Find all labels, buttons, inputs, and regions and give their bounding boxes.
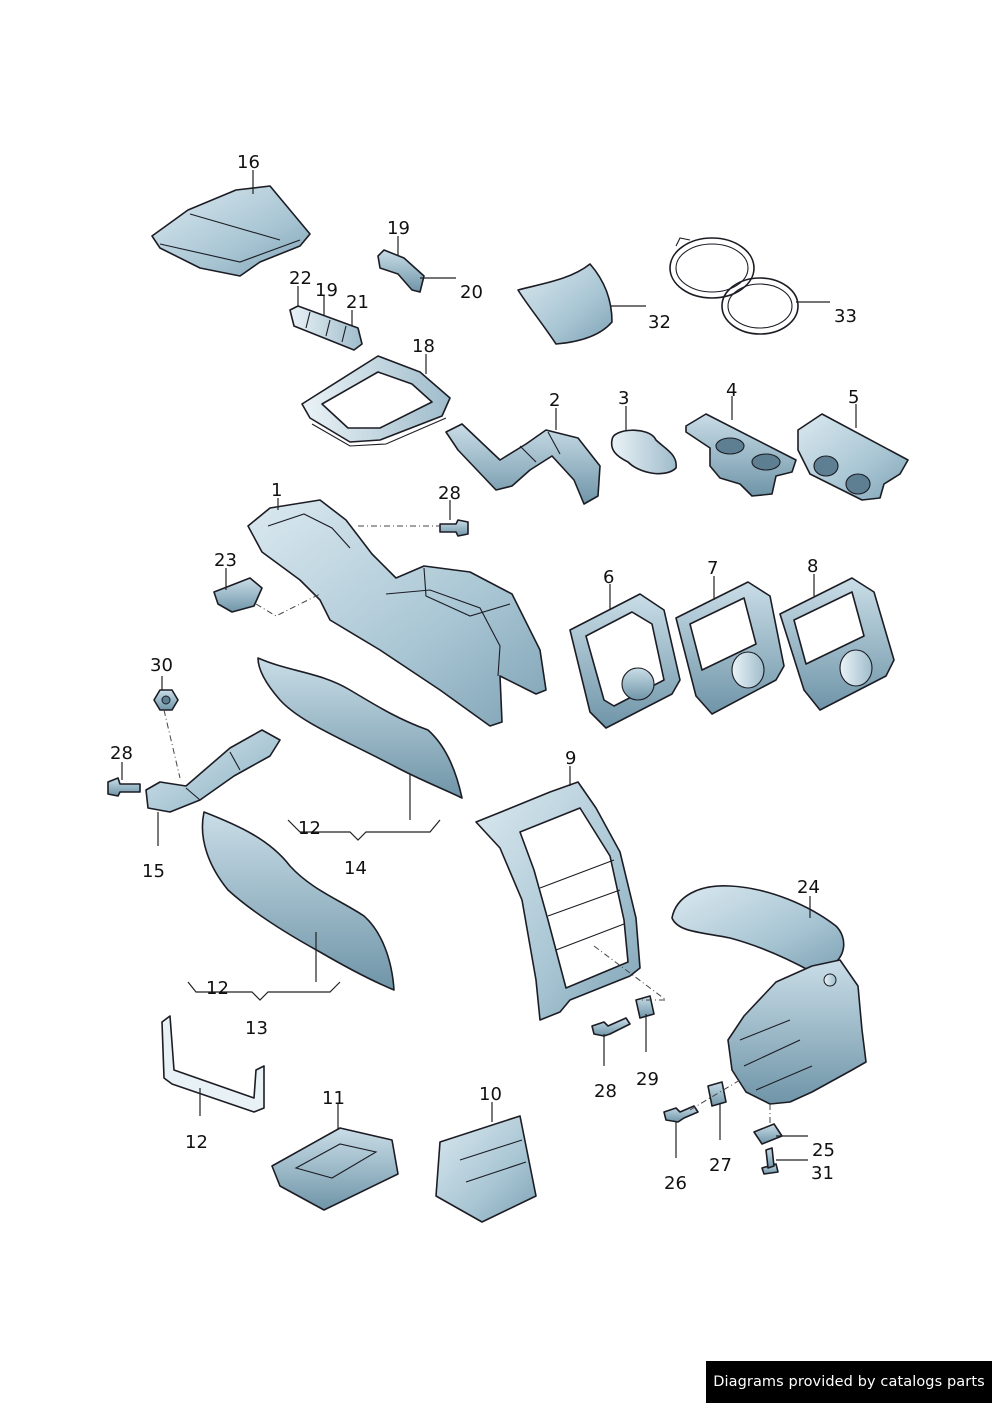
label-8: 8 (807, 556, 818, 577)
part-7-trim-panel (675, 581, 785, 715)
part-18-frame (301, 355, 451, 447)
label-26: 26 (664, 1173, 687, 1194)
label-12a: 12 (298, 818, 321, 839)
label-6: 6 (603, 567, 614, 588)
label-18: 18 (412, 336, 435, 357)
part-25-clip (753, 1123, 783, 1145)
label-11: 11 (322, 1088, 345, 1109)
part-16-tray (151, 185, 311, 277)
label-10: 10 (479, 1084, 502, 1105)
part-8-trim-panel (779, 577, 895, 711)
part-6-trim-panel (569, 593, 681, 729)
part-11-tray (271, 1127, 399, 1211)
label-30: 30 (150, 655, 173, 676)
label-16: 16 (237, 152, 260, 173)
part-28-screw-upper (439, 519, 469, 537)
label-29: 29 (636, 1069, 659, 1090)
part-32-pad (517, 263, 613, 345)
label-12b: 12 (206, 978, 229, 999)
part-5-cup-housing (797, 413, 909, 501)
label-9: 9 (565, 748, 576, 769)
label-25: 25 (812, 1140, 835, 1161)
label-31: 31 (811, 1163, 834, 1184)
part-23-switch (213, 577, 263, 613)
part-4-cup-holder (685, 413, 797, 497)
label-28c: 28 (594, 1081, 617, 1102)
leader-lines (121, 170, 857, 1161)
label-19b: 19 (315, 280, 338, 301)
part-1-center-console (247, 499, 547, 727)
label-3: 3 (618, 388, 629, 409)
part-33-ring-seal (669, 237, 799, 335)
part-29-clip (635, 995, 655, 1019)
part-2-bracket (445, 423, 601, 505)
label-32: 32 (648, 312, 671, 333)
part-31-screw (761, 1147, 779, 1175)
part-14-side-panel (257, 657, 463, 799)
label-27: 27 (709, 1155, 732, 1176)
label-22: 22 (289, 268, 312, 289)
label-24: 24 (797, 877, 820, 898)
label-14: 14 (344, 858, 367, 879)
part-28-screw-lower (591, 1017, 631, 1037)
part-13-side-panel (201, 811, 395, 991)
label-1: 1 (271, 480, 282, 501)
part-12-handle (161, 1015, 265, 1113)
part-19-clip (377, 249, 425, 293)
part-3-mat (610, 429, 677, 475)
label-12c: 12 (185, 1132, 208, 1153)
label-5: 5 (848, 387, 859, 408)
label-20: 20 (460, 282, 483, 303)
part-28-screw-left (107, 777, 141, 797)
label-13: 13 (245, 1018, 268, 1039)
part-30-nut (153, 689, 179, 711)
label-28b: 28 (110, 743, 133, 764)
part-9-rear-panel (475, 781, 641, 1021)
part-15-bracket (145, 729, 281, 813)
part-labels: 16 19 20 22 19 21 32 33 18 2 3 4 5 1 28 … (110, 152, 859, 1194)
label-23: 23 (214, 550, 237, 571)
label-4: 4 (726, 380, 737, 401)
label-19a: 19 (387, 218, 410, 239)
label-2: 2 (549, 390, 560, 411)
label-7: 7 (707, 558, 718, 579)
part-24-armrest (671, 885, 867, 1105)
watermark-banner: Diagrams provided by catalogs parts (706, 1361, 992, 1403)
part-26-screw (663, 1105, 699, 1123)
label-28a: 28 (438, 483, 461, 504)
part-10-housing (435, 1115, 537, 1223)
label-15: 15 (142, 861, 165, 882)
label-33: 33 (834, 306, 857, 327)
label-21: 21 (346, 292, 369, 313)
